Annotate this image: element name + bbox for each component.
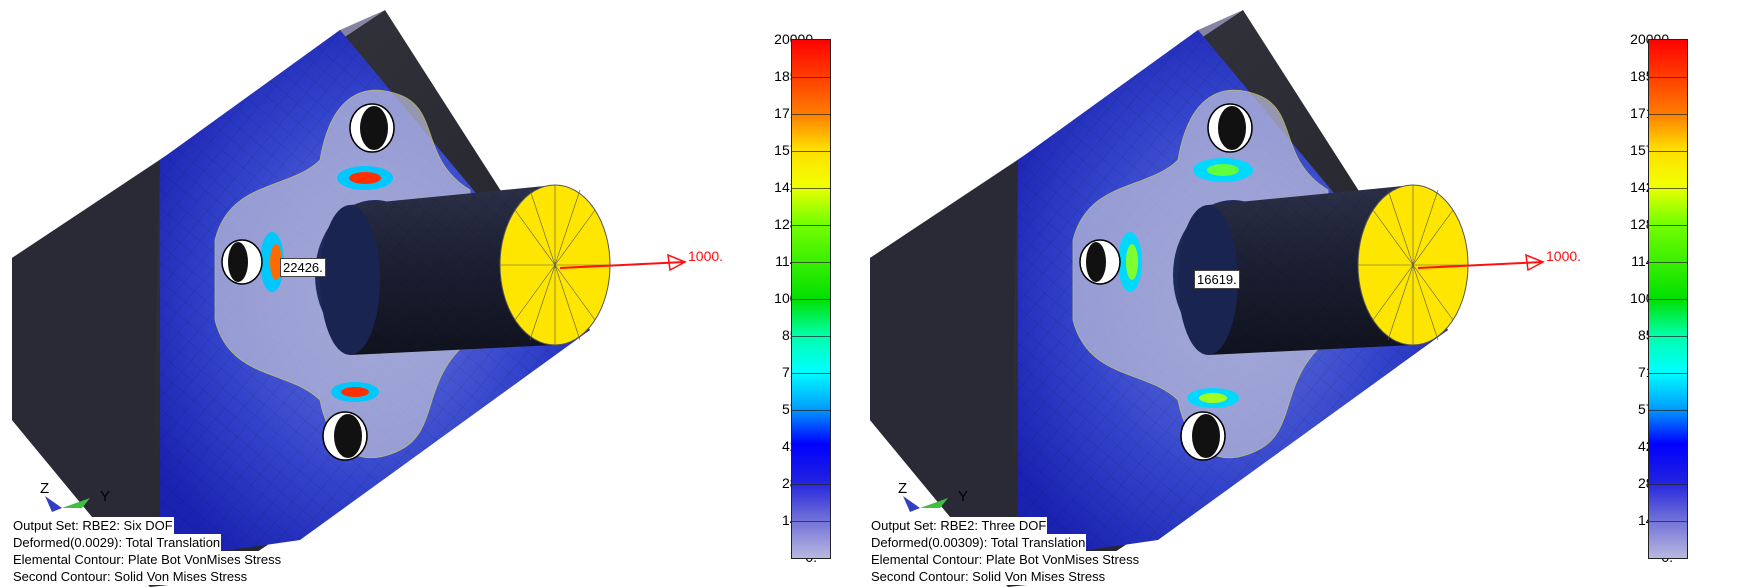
force-magnitude-label: 1000. (688, 248, 724, 264)
contour-colorbar (791, 39, 831, 559)
force-arrow-line (559, 261, 686, 269)
shaft-mesh (350, 185, 555, 355)
triad-y-arrow (920, 498, 948, 508)
bolt-hole-top-inner (1218, 106, 1246, 150)
block-left-face (870, 160, 1018, 587)
triad-y-arrow (62, 498, 90, 508)
stress-hotspot-bottom-core (341, 387, 369, 397)
triad-y-label: Y (958, 488, 969, 505)
deformed-text: Deformed(0.0029): Total Translation (12, 534, 222, 551)
bolt-hole-top-inner (360, 106, 388, 150)
force-arrow-head (1525, 253, 1545, 272)
fe-model-viewport[interactable] (0, 0, 869, 587)
peak-stress-label: 16619. (1194, 270, 1240, 289)
triad-z-label: Z (898, 480, 908, 497)
rbe2-spider (500, 185, 610, 345)
fe-model-viewport[interactable] (870, 0, 1739, 587)
force-arrow-line (1417, 261, 1544, 269)
stress-hotspot-left-core (270, 244, 282, 280)
bolt-hole-bottom-inner (1192, 414, 1220, 458)
second-contour-text: Second Contour: Solid Von Mises Stress (12, 568, 249, 585)
triad-z-arrow (903, 496, 920, 512)
peak-stress-label: 22426. (280, 258, 326, 277)
result-view-three-dof[interactable]: Z Y 16619. 1000. 20000. 18571. 17143. 15… (870, 0, 1739, 587)
shaft-mesh (1208, 185, 1413, 355)
force-arrow-head (667, 253, 687, 272)
bolt-hole-left-inner (228, 242, 248, 282)
result-info-block: Output Set: RBE2: Three DOF Deformed(0.0… (870, 517, 1141, 585)
elemental-contour-text: Elemental Contour: Plate Bot VonMises St… (12, 551, 283, 568)
triad-y-label: Y (100, 488, 111, 505)
deformed-text: Deformed(0.00309): Total Translation (870, 534, 1087, 551)
stress-hotspot-bottom-core (1199, 393, 1227, 403)
output-set-text: Output Set: RBE2: Three DOF (870, 517, 1048, 534)
force-magnitude-label: 1000. (1546, 248, 1582, 264)
block-left-face (12, 160, 160, 587)
rbe2-spider (1358, 185, 1468, 345)
triad-z-arrow (45, 496, 62, 512)
stress-hotspot-left-core (1126, 244, 1138, 280)
triad-z-label: Z (40, 480, 50, 497)
elemental-contour-text: Elemental Contour: Plate Bot VonMises St… (870, 551, 1141, 568)
output-set-text: Output Set: RBE2: Six DOF (12, 517, 174, 534)
stress-hotspot-top-core (1207, 164, 1239, 176)
stress-hotspot-top-core (349, 172, 381, 184)
contour-colorbar (1648, 39, 1688, 559)
result-info-block: Output Set: RBE2: Six DOF Deformed(0.002… (12, 517, 283, 585)
bolt-hole-left-inner (1086, 242, 1106, 282)
shaft-fillet (320, 205, 380, 355)
second-contour-text: Second Contour: Solid Von Mises Stress (870, 568, 1107, 585)
result-view-six-dof[interactable]: Z Y 22426. 1000. 20000. 18571. 17143. 15… (0, 0, 869, 587)
bolt-hole-bottom-inner (334, 414, 362, 458)
